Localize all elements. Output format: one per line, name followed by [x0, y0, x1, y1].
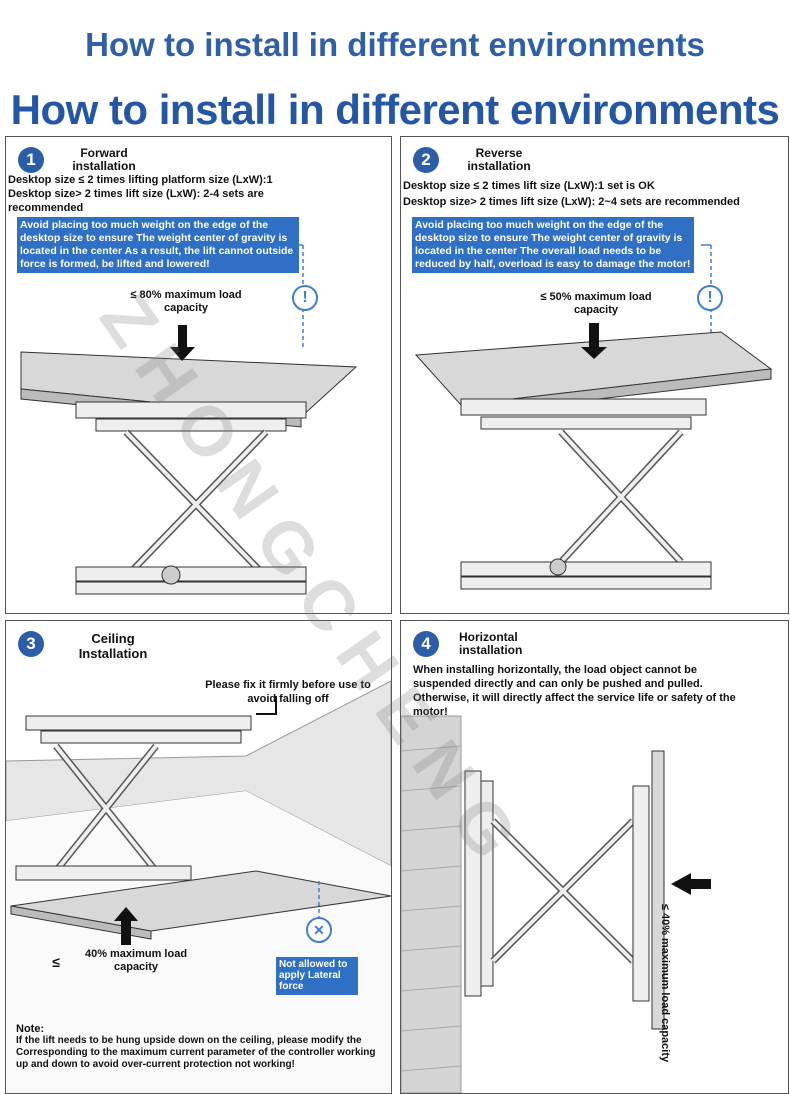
weight-note: Avoid placing too much weight on the edg…	[412, 217, 694, 273]
ceiling-lift-illustration	[6, 680, 391, 1093]
panel-title: Forward installation	[72, 146, 136, 173]
step-badge-4: 4	[413, 631, 439, 657]
step-badge-1: 1	[18, 147, 44, 173]
warning-icon: !	[292, 285, 318, 311]
note-label: Note:	[16, 1023, 45, 1035]
rule-1: Desktop size ≤ 2 times lifting platform …	[8, 174, 273, 186]
panel-ceiling-installation: 3 Ceiling Installation Please fix it fir…	[5, 620, 392, 1094]
step-badge-2: 2	[413, 147, 439, 173]
horizontal-lift-illustration	[401, 715, 711, 1093]
warning-icon: !	[697, 285, 723, 311]
panel-horizontal-installation: 4 Horizontal installation When installin…	[400, 620, 789, 1094]
reverse-lift-illustration	[414, 244, 773, 590]
load-capacity: ≤ 40% maximum load capacity	[659, 903, 671, 1063]
panel-title: Horizontal installation	[459, 630, 523, 657]
weight-note: Avoid placing too much weight on the edg…	[17, 217, 299, 273]
load-symbol: ≤	[52, 954, 60, 970]
page-title-top: How to install in different environments	[85, 26, 705, 63]
panel-title: Reverse installation	[467, 146, 531, 173]
fix-note: Please fix it firmly before use to avoid…	[205, 679, 371, 705]
forward-lift-illustration	[20, 244, 358, 595]
load-capacity: ≤ 50% maximum load capacity	[540, 291, 652, 316]
load-capacity: 40% maximum load capacity	[84, 948, 188, 973]
close-icon: ✕	[306, 917, 332, 943]
load-capacity: ≤ 80% maximum load capacity	[130, 289, 242, 314]
panel-reverse-installation: 2 Reverse installation Desktop size ≤ 2 …	[400, 136, 789, 614]
rule-2: Desktop size> 2 times lift size (LxW): 2…	[403, 196, 740, 208]
rule-2: Desktop size> 2 times lift size (LxW): 2…	[8, 188, 264, 214]
note-text: If the lift needs to be hung upside down…	[16, 1035, 376, 1070]
step-badge-3: 3	[18, 631, 44, 657]
not-allowed-note: Not allowed to apply Lateral force	[276, 957, 358, 995]
panel-forward-installation: 1 Forward installation Desktop size ≤ 2 …	[5, 136, 392, 614]
panel-title: Ceiling Installation	[78, 631, 148, 661]
rule-1: Desktop size ≤ 2 times lift size (LxW):1…	[403, 180, 655, 192]
horizontal-note: When installing horizontally, the load o…	[413, 664, 736, 718]
page-title-main: How to install in different environments	[10, 86, 780, 133]
